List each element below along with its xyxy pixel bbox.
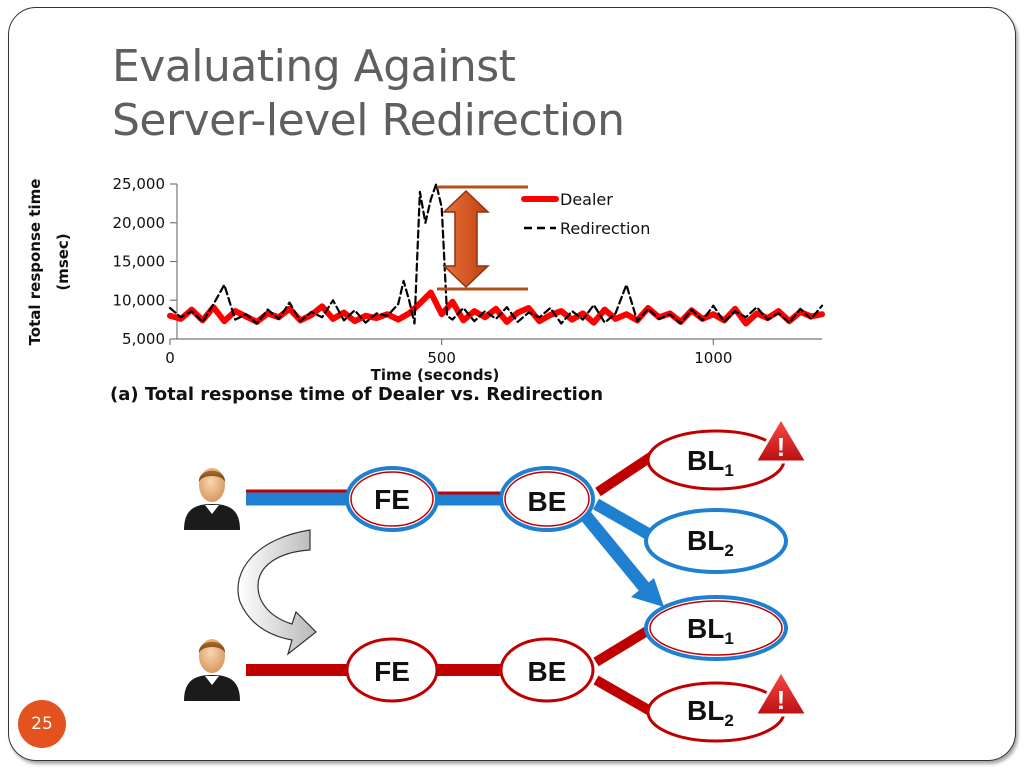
y-tick-label: 10,000 bbox=[113, 291, 166, 309]
slide-number: 25 bbox=[18, 700, 66, 748]
warning-icon: ! bbox=[753, 669, 809, 717]
y-tick-label: 15,000 bbox=[113, 253, 166, 271]
node-be-bottom bbox=[499, 637, 595, 703]
series-line-redirection bbox=[168, 182, 824, 325]
response-time-chart: 5,000 10,000 15,000 20,000 25,000 0 500 1000 T… bbox=[26, 175, 825, 405]
node-bl2-bottom-label: BL2 bbox=[687, 695, 734, 730]
node-fe-top bbox=[345, 466, 439, 532]
user-icon bbox=[184, 639, 240, 701]
node-bl2-top-label: BL2 bbox=[687, 525, 734, 560]
node-fe-top-label: FE bbox=[374, 484, 410, 515]
node-bl1-bottom bbox=[644, 595, 788, 661]
link-be-bl1-bottom bbox=[593, 623, 655, 667]
warning-glyph: ! bbox=[777, 432, 786, 462]
node-fe-top-inner bbox=[350, 471, 434, 527]
curved-arrow-icon bbox=[237, 529, 317, 656]
title-line-2: Server-level Redirection bbox=[112, 95, 625, 146]
node-be-top-inner bbox=[504, 471, 590, 527]
double-arrow-icon bbox=[442, 189, 490, 289]
y-axis-label-line-1: Total response time bbox=[26, 179, 44, 346]
node-bl1-top-label: BL1 bbox=[687, 445, 734, 480]
node-fe-bottom bbox=[345, 637, 439, 703]
node-bl1-bottom-label: BL1 bbox=[687, 613, 734, 648]
node-be-top bbox=[499, 466, 595, 532]
y-axis-label-line-2: (msec) bbox=[54, 233, 72, 290]
title-line-1: Evaluating Against bbox=[112, 41, 516, 92]
node-bl2-top bbox=[644, 508, 788, 574]
warning-icon: ! bbox=[753, 416, 809, 464]
y-axis: 5,000 10,000 15,000 20,000 25,000 bbox=[113, 175, 178, 348]
node-be-bottom-label: BE bbox=[528, 656, 567, 687]
x-axis: 0 500 1000 bbox=[165, 338, 822, 367]
link-be-bl1-top bbox=[595, 451, 655, 497]
redirect-arrow-head-icon bbox=[631, 578, 664, 607]
chart-legend: Dealer Redirection bbox=[521, 190, 650, 238]
gap-annotation bbox=[437, 185, 528, 291]
redirect-link bbox=[579, 510, 651, 593]
node-be-top-label: BE bbox=[528, 486, 567, 517]
warning-glyph: ! bbox=[777, 685, 786, 715]
chart-caption: (a) Total response time of Dealer vs. Re… bbox=[110, 384, 603, 405]
slide-frame bbox=[8, 7, 1016, 761]
y-tick-label: 5,000 bbox=[122, 330, 165, 348]
x-tick-label: 1000 bbox=[694, 349, 732, 367]
y-tick-label: 20,000 bbox=[113, 214, 166, 232]
x-tick-label: 0 bbox=[165, 349, 175, 367]
node-bl1-bottom-inner bbox=[649, 600, 783, 656]
legend-label-dealer: Dealer bbox=[560, 190, 613, 209]
link-be-bl2-bottom bbox=[593, 675, 655, 717]
y-tick-label: 25,000 bbox=[113, 175, 166, 193]
x-axis-label: Time (seconds) bbox=[371, 366, 500, 384]
legend-label-redirection: Redirection bbox=[560, 219, 650, 238]
x-tick-label: 500 bbox=[427, 349, 456, 367]
node-fe-bottom-label: FE bbox=[374, 656, 410, 687]
link-be-bl2-top bbox=[593, 498, 653, 541]
slide-title: Evaluating Against Server-level Redirect… bbox=[112, 40, 812, 148]
redirection-diagram: FE BE BL1 BL2 FE BE BL1 BL2 ! bbox=[184, 416, 809, 743]
user-icon bbox=[184, 468, 240, 530]
